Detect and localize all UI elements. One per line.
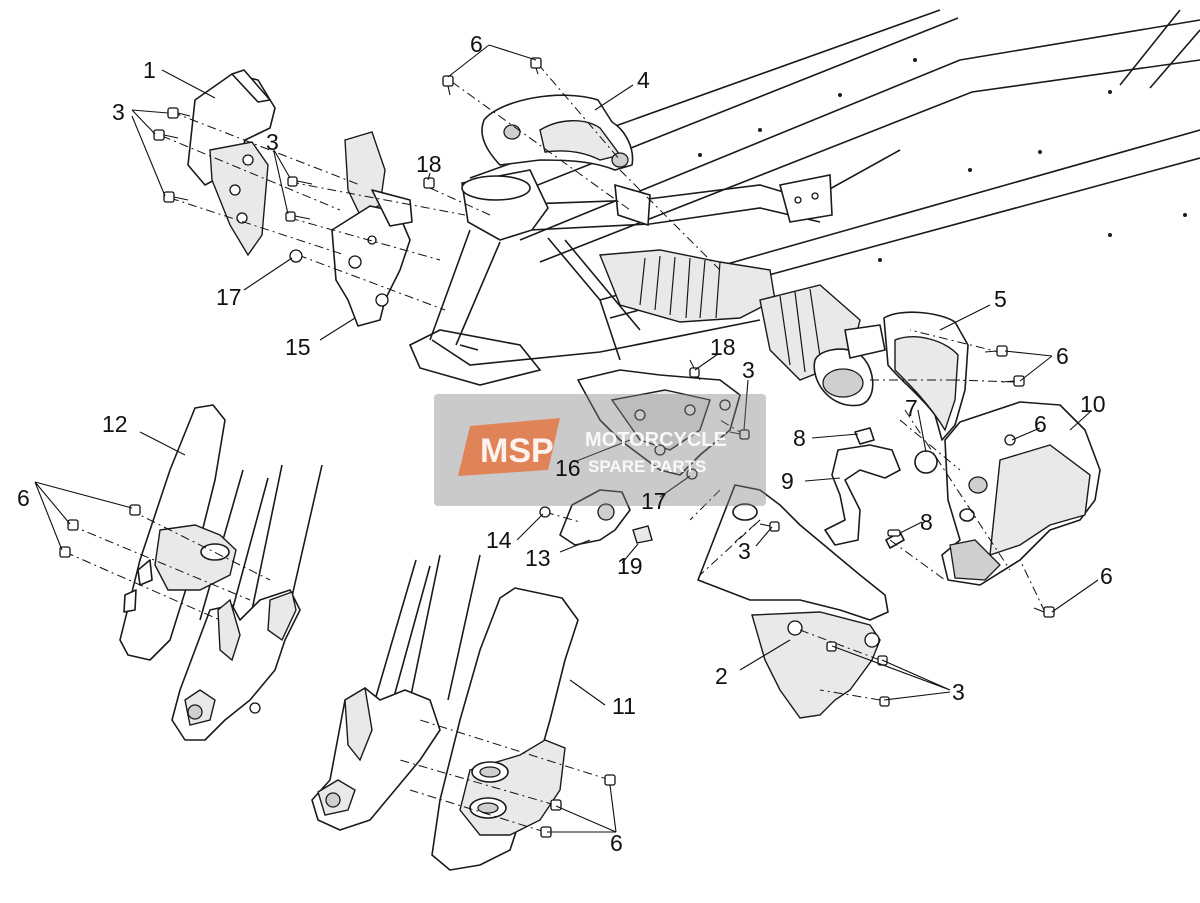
screw-6-d bbox=[1001, 375, 1025, 387]
callout-10: 10 bbox=[1080, 391, 1106, 417]
callout-3a: 3 bbox=[112, 99, 125, 125]
part-10-side-cover bbox=[941, 401, 1101, 586]
screw-6-g bbox=[67, 519, 79, 531]
callout-6f: 6 bbox=[610, 830, 623, 856]
callout-2: 2 bbox=[715, 663, 728, 689]
screw-6-j bbox=[604, 774, 616, 786]
callout-14: 14 bbox=[486, 527, 512, 553]
callout-6a: 6 bbox=[470, 31, 483, 57]
watermark-line-1: MOTORCYCLE bbox=[585, 429, 727, 451]
screw-3-g bbox=[759, 521, 780, 532]
callout-17a: 17 bbox=[216, 284, 242, 310]
watermark: MSP MOTORCYCLE SPARE PARTS bbox=[434, 394, 766, 506]
watermark-line-2: SPARE PARTS bbox=[588, 457, 706, 476]
callout-3c: 3 bbox=[742, 357, 755, 383]
nut-18-b bbox=[689, 367, 700, 378]
callout-19: 19 bbox=[617, 553, 643, 579]
assembly-lines bbox=[64, 63, 1046, 833]
callout-8a: 8 bbox=[793, 425, 806, 451]
screw-6-b bbox=[530, 57, 542, 75]
screw-3-e bbox=[285, 211, 311, 222]
motorcycle-frame bbox=[408, 9, 1200, 386]
screw-3-a bbox=[167, 107, 191, 119]
part-4-air-duct bbox=[481, 94, 634, 171]
callout-4: 4 bbox=[637, 67, 650, 93]
screw-6-a bbox=[442, 75, 454, 96]
part-5-intake-cover bbox=[883, 311, 969, 441]
part-12-fork-guard bbox=[119, 404, 237, 661]
screws bbox=[59, 57, 1055, 838]
screw-3-b bbox=[153, 129, 179, 141]
screw-3-c bbox=[163, 191, 189, 203]
part-15-bracket bbox=[331, 131, 413, 327]
intake-assembly bbox=[598, 249, 886, 407]
callout-3b: 3 bbox=[266, 129, 279, 155]
callout-8b: 8 bbox=[920, 509, 933, 535]
screw-3-j bbox=[879, 696, 890, 707]
callout-3e: 3 bbox=[952, 679, 965, 705]
screw-6-k bbox=[550, 799, 562, 811]
part-11-fork-guard bbox=[431, 587, 579, 871]
screw-8-b bbox=[887, 529, 901, 537]
callout-6e: 6 bbox=[17, 485, 30, 511]
callout-16: 16 bbox=[555, 455, 581, 481]
screw-6-h bbox=[59, 546, 71, 558]
callout-6d: 6 bbox=[1100, 563, 1113, 589]
callout-9: 9 bbox=[781, 468, 794, 494]
callout-5: 5 bbox=[994, 286, 1007, 312]
screw-17-a bbox=[289, 249, 303, 263]
callout-7: 7 bbox=[905, 395, 918, 421]
left-fork-lower bbox=[171, 464, 323, 741]
part-19-pad bbox=[632, 525, 653, 544]
callout-11: 11 bbox=[612, 693, 636, 719]
callout-3d: 3 bbox=[738, 538, 751, 564]
watermark-logo-text: MSP bbox=[480, 432, 554, 470]
part-1-cover bbox=[187, 69, 276, 257]
callout-15: 15 bbox=[285, 334, 311, 360]
screw-6-e bbox=[1033, 606, 1055, 618]
callout-18b: 18 bbox=[710, 334, 736, 360]
callout-6c: 6 bbox=[1034, 411, 1047, 437]
part-2-lower-cover bbox=[697, 484, 889, 719]
screw-6-f bbox=[1004, 434, 1016, 446]
callout-13: 13 bbox=[525, 545, 551, 571]
screw-6-i bbox=[129, 504, 141, 516]
callout-labels: 1 2 3 3 3 3 3 4 5 6 6 6 6 6 6 7 8 8 9 10… bbox=[17, 31, 1113, 856]
part-9-bracket bbox=[824, 427, 938, 549]
callout-18a: 18 bbox=[416, 151, 442, 177]
screw-6-c bbox=[984, 345, 1008, 357]
callout-6b: 6 bbox=[1056, 343, 1069, 369]
part-16-center-bracket bbox=[577, 369, 741, 476]
screw-3-d bbox=[287, 176, 313, 187]
callout-1: 1 bbox=[143, 57, 156, 83]
nut-18-a bbox=[423, 177, 435, 189]
leader-lines bbox=[34, 44, 1099, 833]
callout-12: 12 bbox=[102, 411, 128, 437]
part-13-clip bbox=[559, 489, 631, 546]
screw-3-h bbox=[826, 641, 837, 652]
callout-17b: 17 bbox=[641, 488, 667, 514]
right-fork-lower bbox=[311, 554, 481, 831]
